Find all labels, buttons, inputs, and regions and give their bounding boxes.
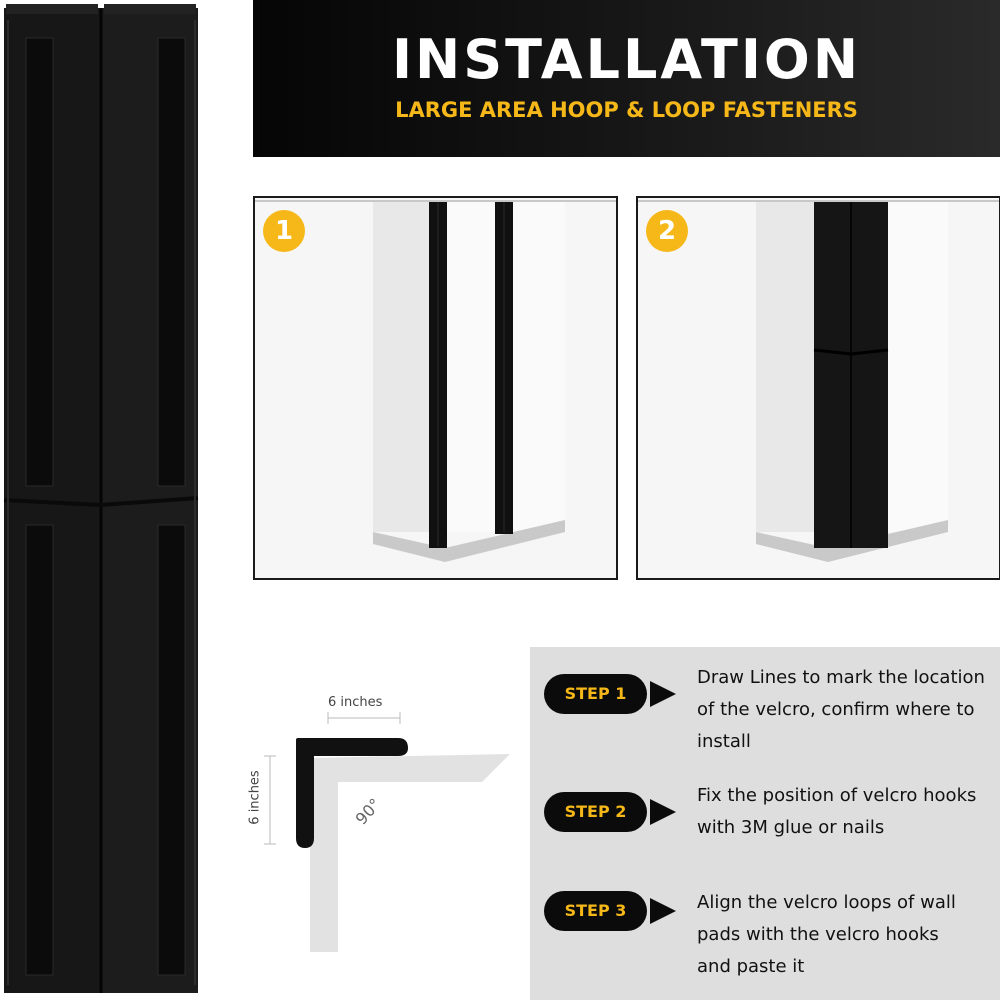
arrow-right-icon — [650, 898, 676, 924]
step-description: Fix the position of velcro hooks with 3M… — [697, 785, 977, 838]
step-label: STEP 3 — [544, 891, 647, 931]
page-title: INSTALLATION — [391, 28, 862, 91]
install-photo-step-1: 1 — [253, 196, 618, 580]
step-description: Draw Lines to mark the location of the v… — [697, 667, 985, 752]
corner-pad-illustration — [3, 4, 199, 993]
page-subtitle: LARGE AREA HOOP & LOOP FASTENERS — [395, 98, 858, 122]
step-number-badge: 2 — [646, 210, 688, 252]
step-label: STEP 1 — [544, 674, 647, 714]
step-number-badge: 1 — [263, 210, 305, 252]
arrow-right-icon — [650, 799, 676, 825]
arrow-right-icon — [650, 681, 676, 707]
corner-profile-drawing — [264, 712, 510, 952]
height-dimension-label: 6 inches — [247, 770, 263, 825]
installation-steps: STEP 1 Draw Lines to mark the location o… — [530, 647, 1000, 1000]
install-photo-step-2: 2 — [636, 196, 1000, 580]
step-label: STEP 2 — [544, 792, 647, 832]
corner-pad-product-image — [0, 0, 250, 1000]
corner-dimension-diagram: 6 inches 6 inches 90° — [247, 690, 520, 970]
header-banner: INSTALLATION LARGE AREA HOOP & LOOP FAST… — [253, 0, 1000, 157]
wall-corner-with-pad-illustration — [638, 198, 999, 578]
wall-corner-with-velcro-illustration — [255, 198, 616, 578]
step-description: Align the velcro loops of wall pads with… — [697, 892, 956, 977]
width-dimension-label: 6 inches — [328, 695, 383, 710]
